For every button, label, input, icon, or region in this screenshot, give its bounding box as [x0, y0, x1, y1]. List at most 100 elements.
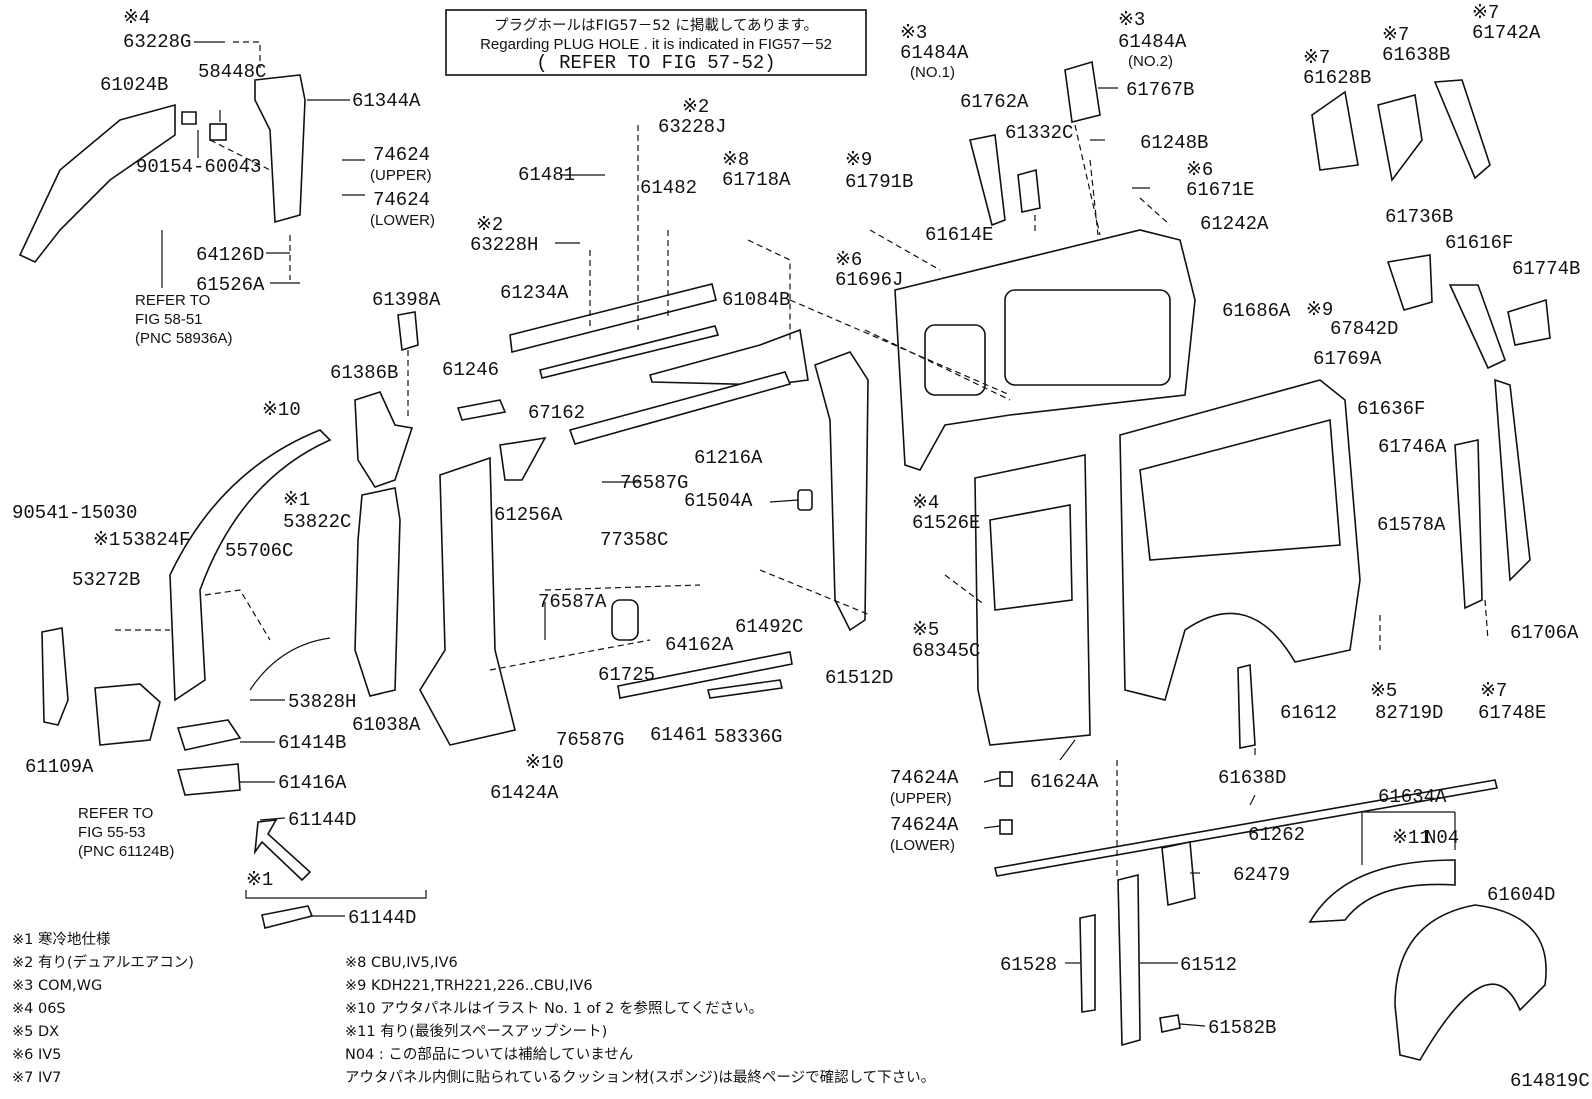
- label-61526E-sym: ※4: [912, 492, 939, 514]
- label-61612: 61612: [1280, 702, 1337, 724]
- part-61262-drawing: [994, 779, 1498, 877]
- legend-left-2: ※2 有り(デュアルエアコン): [12, 953, 194, 971]
- refer-58-51-line1: REFER TO: [135, 292, 210, 309]
- label-58448C: 58448C: [198, 61, 266, 83]
- label-61616F: 61616F: [1445, 232, 1513, 254]
- label-61636F: 61636F: [1357, 398, 1425, 420]
- label-64126D: 64126D: [196, 244, 264, 266]
- label-74624A-upper: 74624A: [890, 767, 959, 789]
- label-61742A-sym: ※7: [1472, 2, 1499, 24]
- label-61638B-sym: ※7: [1382, 24, 1409, 46]
- label-61482: 61482: [640, 177, 697, 199]
- label-61614E: 61614E: [925, 224, 993, 246]
- part-61774B-drawing: [1507, 298, 1551, 346]
- label-61748E-sym: ※7: [1480, 680, 1507, 702]
- part-61332C-drawing: [1017, 168, 1041, 213]
- label-74624-upper: 74624: [373, 144, 430, 166]
- label-90154-60043: 90154-60043: [136, 156, 261, 178]
- part-61216A-drawing: [568, 371, 792, 445]
- bracket-61144D: [245, 890, 427, 899]
- label-67162: 67162: [528, 402, 585, 424]
- label-61484A-2: 61484A: [1118, 31, 1187, 53]
- label-67842D: 67842D: [1330, 318, 1398, 340]
- label-61671E: 61671E: [1186, 179, 1254, 201]
- label-82719D: 82719D: [1375, 702, 1443, 724]
- part-58448C-drawing: [209, 123, 227, 141]
- label-63228G-sym: ※4: [123, 7, 150, 29]
- part-61144D-bracket-drawing: [261, 905, 314, 929]
- label-61481: 61481: [518, 164, 575, 186]
- label-61634A: 61634A: [1378, 786, 1447, 808]
- label-63228H: 63228H: [470, 234, 538, 256]
- label-61216A: 61216A: [694, 447, 763, 469]
- label-61746A: 61746A: [1378, 436, 1447, 458]
- label-61484A-2-sub: (NO.2): [1128, 53, 1173, 70]
- label-53272B: 53272B: [72, 569, 140, 591]
- label-61791B-sym: ※9: [845, 149, 872, 171]
- label-61492C: 61492C: [735, 616, 803, 638]
- label-61604D: 61604D: [1487, 884, 1555, 906]
- legend-right-4: ※11 有り(最後列スペースアップシート): [345, 1023, 607, 1040]
- label-61706A: 61706A: [1510, 622, 1579, 644]
- label-61528: 61528: [1000, 954, 1057, 976]
- label-61504A: 61504A: [684, 490, 753, 512]
- label-61762A: 61762A: [960, 91, 1029, 113]
- part-61344A-drawing: [254, 74, 306, 224]
- label-63228H-sym: ※2: [476, 214, 503, 236]
- figure-code: 614819C: [1510, 1070, 1590, 1092]
- label-61742A: 61742A: [1472, 22, 1541, 44]
- label-61624A: 61624A: [1030, 771, 1099, 793]
- part-61638B-drawing: [1377, 93, 1423, 182]
- label-N04: N04: [1425, 827, 1459, 849]
- refer-58-51-line2: FIG 58-51: [135, 311, 203, 328]
- part-61084B-drawing: [649, 328, 809, 386]
- part-61614E-window-1: [924, 324, 986, 396]
- label-61242A: 61242A: [1200, 213, 1269, 235]
- part-61109A-drawing: [41, 627, 69, 726]
- label-74624A-upper-sub: (UPPER): [890, 790, 952, 807]
- label-61256A: 61256A: [494, 504, 563, 526]
- label-note10-b: ※10: [525, 752, 564, 774]
- label-74624-lower-sub: (LOWER): [370, 212, 435, 229]
- label-61791B: 61791B: [845, 171, 913, 193]
- refer-58-51-line3: (PNC 58936A): [135, 330, 233, 347]
- label-61686A: 61686A: [1222, 300, 1291, 322]
- part-61246-drawing: [456, 399, 507, 421]
- label-61248B: 61248B: [1140, 132, 1208, 154]
- label-61461: 61461: [650, 724, 707, 746]
- label-61696J-sym: ※6: [835, 249, 862, 271]
- part-61398A-drawing: [397, 311, 419, 352]
- label-74624-lower: 74624: [373, 189, 430, 211]
- part-labels: ※4 63228G 58448C 61024B 61344A 90154-600…: [12, 2, 1580, 1039]
- label-61774B: 61774B: [1512, 258, 1580, 280]
- part-61038A-drawing: [354, 487, 401, 697]
- label-62479: 62479: [1233, 864, 1290, 886]
- label-53822C-sym: ※1: [283, 489, 310, 511]
- part-58336G-drawing: [707, 679, 783, 699]
- notice-line-2: Regarding PLUG HOLE . it is indicated in…: [480, 36, 832, 53]
- part-61234A-drawing: [509, 283, 717, 354]
- label-61484A-2-sym: ※3: [1118, 9, 1145, 31]
- label-61512D: 61512D: [825, 667, 893, 689]
- refer-55-53-line3: (PNC 61124B): [78, 843, 174, 860]
- part-front-frame-drawing: [169, 429, 332, 702]
- legend-left-1: ※1 寒冷地仕様: [12, 930, 111, 948]
- part-61746A-drawing: [1454, 439, 1483, 610]
- leader-lines: [161, 41, 1456, 1027]
- part-61614E-window-2: [1004, 289, 1171, 386]
- part-61725-drawing: [611, 599, 639, 641]
- legend-left-3: ※3 COM,WG: [12, 978, 102, 994]
- label-61109A: 61109A: [25, 756, 94, 778]
- part-61628B-drawing: [1311, 90, 1359, 171]
- label-61262: 61262: [1248, 824, 1305, 846]
- label-61736B: 61736B: [1385, 206, 1453, 228]
- part-74624A-upper-drawing: [999, 771, 1013, 787]
- label-61718A: 61718A: [722, 169, 791, 191]
- label-61144D: 61144D: [288, 809, 356, 831]
- part-drawings: [18, 60, 1551, 1061]
- legend-right-3: ※10 アウタパネルはイラスト No. 1 of 2 を参照してください。: [345, 1000, 763, 1017]
- label-61416A: 61416A: [278, 772, 347, 794]
- part-61461-drawing: [617, 651, 793, 699]
- part-61767B-drawing: [1064, 60, 1101, 123]
- label-61398A: 61398A: [372, 289, 441, 311]
